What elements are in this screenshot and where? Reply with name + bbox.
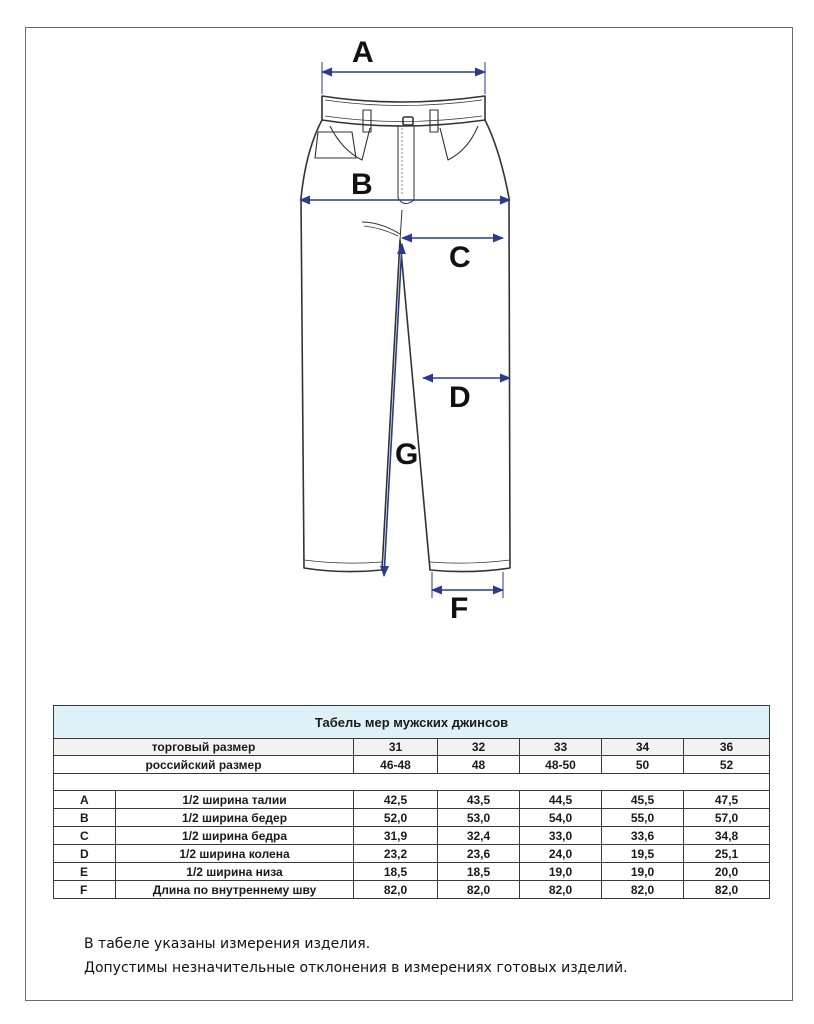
front-pocket-right (439, 125, 479, 161)
label-a: A (352, 36, 374, 69)
value-cell: 24,0 (519, 844, 602, 863)
label-b: B (351, 168, 373, 201)
value-cell: 82,0 (601, 880, 684, 899)
table-title: Табель мер мужских джинсов (52, 705, 771, 739)
size-cell: 48 (437, 755, 520, 774)
table-row: D 1/2 ширина колена 23,2 23,6 24,0 19,5 … (53, 844, 771, 863)
value-cell: 20,0 (682, 862, 771, 881)
value-cell: 82,0 (682, 880, 771, 899)
value-cell: 33,6 (601, 826, 684, 845)
front-pocket-left (329, 125, 371, 161)
size-chart-table: Табель мер мужских джинсов торговый разм… (52, 705, 771, 899)
size-cell: 52 (682, 755, 771, 774)
row-code: D (53, 844, 116, 863)
button-shape (402, 116, 414, 126)
value-cell: 33,0 (519, 826, 602, 845)
table-row: C 1/2 ширина бедра 31,9 32,4 33,0 33,6 3… (53, 826, 771, 845)
size-cell: 32 (437, 738, 520, 756)
value-cell: 42,5 (353, 790, 438, 809)
value-cell: 19,0 (519, 862, 602, 881)
value-cell: 55,0 (601, 808, 684, 827)
row-code: C (53, 826, 116, 845)
value-cell: 82,0 (353, 880, 438, 899)
row-name: 1/2 ширина колена (115, 844, 354, 863)
value-cell: 47,5 (682, 790, 771, 809)
jeans-outline (300, 119, 511, 573)
dimension-g-arrow (380, 242, 406, 578)
label-d: D (449, 381, 471, 414)
coin-pocket (314, 131, 357, 159)
row-name: 1/2 ширина низа (115, 862, 354, 881)
value-cell: 23,6 (437, 844, 520, 863)
jeans-sketch (298, 62, 512, 598)
label-g: G (395, 438, 419, 471)
value-cell: 82,0 (519, 880, 602, 899)
value-cell: 18,5 (353, 862, 438, 881)
note-line-2: Допустимы незначительные отклонения в из… (84, 960, 628, 976)
trade-size-label: торговый размер (53, 738, 354, 756)
size-cell: 50 (601, 755, 684, 774)
trade-size-row: торговый размер 31 32 33 34 36 (53, 738, 771, 756)
row-name: 1/2 ширина бедра (115, 826, 354, 845)
value-cell: 19,0 (601, 862, 684, 881)
table-row: A 1/2 ширина талии 42,5 43,5 44,5 45,5 4… (53, 790, 771, 809)
value-cell: 18,5 (437, 862, 520, 881)
value-cell: 44,5 (519, 790, 602, 809)
value-cell: 31,9 (353, 826, 438, 845)
value-cell: 19,5 (601, 844, 684, 863)
russian-size-row: российский размер 46-48 48 48-50 50 52 (53, 755, 771, 774)
value-cell: 54,0 (519, 808, 602, 827)
size-cell: 48-50 (519, 755, 602, 774)
label-c: C (449, 241, 471, 274)
value-cell: 52,0 (353, 808, 438, 827)
row-code: E (53, 862, 116, 881)
spacer-row (52, 773, 771, 791)
row-code: F (53, 880, 116, 899)
row-code: A (53, 790, 116, 809)
label-f: F (450, 592, 469, 625)
value-cell: 82,0 (437, 880, 520, 899)
size-cell: 31 (353, 738, 438, 756)
value-cell: 34,8 (682, 826, 771, 845)
size-cell: 34 (601, 738, 684, 756)
page-border (25, 27, 793, 1001)
value-cell: 43,5 (437, 790, 520, 809)
row-name: Длина по внутреннему шву (115, 880, 354, 899)
row-name: 1/2 ширина талии (115, 790, 354, 809)
value-cell: 57,0 (682, 808, 771, 827)
value-cell: 23,2 (353, 844, 438, 863)
table-row: E 1/2 ширина низа 18,5 18,5 19,0 19,0 20… (53, 862, 771, 881)
size-cell: 36 (682, 738, 771, 756)
value-cell: 45,5 (601, 790, 684, 809)
value-cell: 53,0 (437, 808, 520, 827)
table-row: F Длина по внутреннему шву 82,0 82,0 82,… (53, 880, 771, 899)
row-code: B (53, 808, 116, 827)
row-name: 1/2 ширина бедер (115, 808, 354, 827)
value-cell: 32,4 (437, 826, 520, 845)
value-cell: 25,1 (682, 844, 771, 863)
size-cell: 46-48 (353, 755, 438, 774)
table-row: B 1/2 ширина бедер 52,0 53,0 54,0 55,0 5… (53, 808, 771, 827)
russian-size-label: российский размер (53, 755, 354, 774)
size-cell: 33 (519, 738, 602, 756)
note-line-1: В табеле указаны измерения изделия. (84, 936, 371, 952)
